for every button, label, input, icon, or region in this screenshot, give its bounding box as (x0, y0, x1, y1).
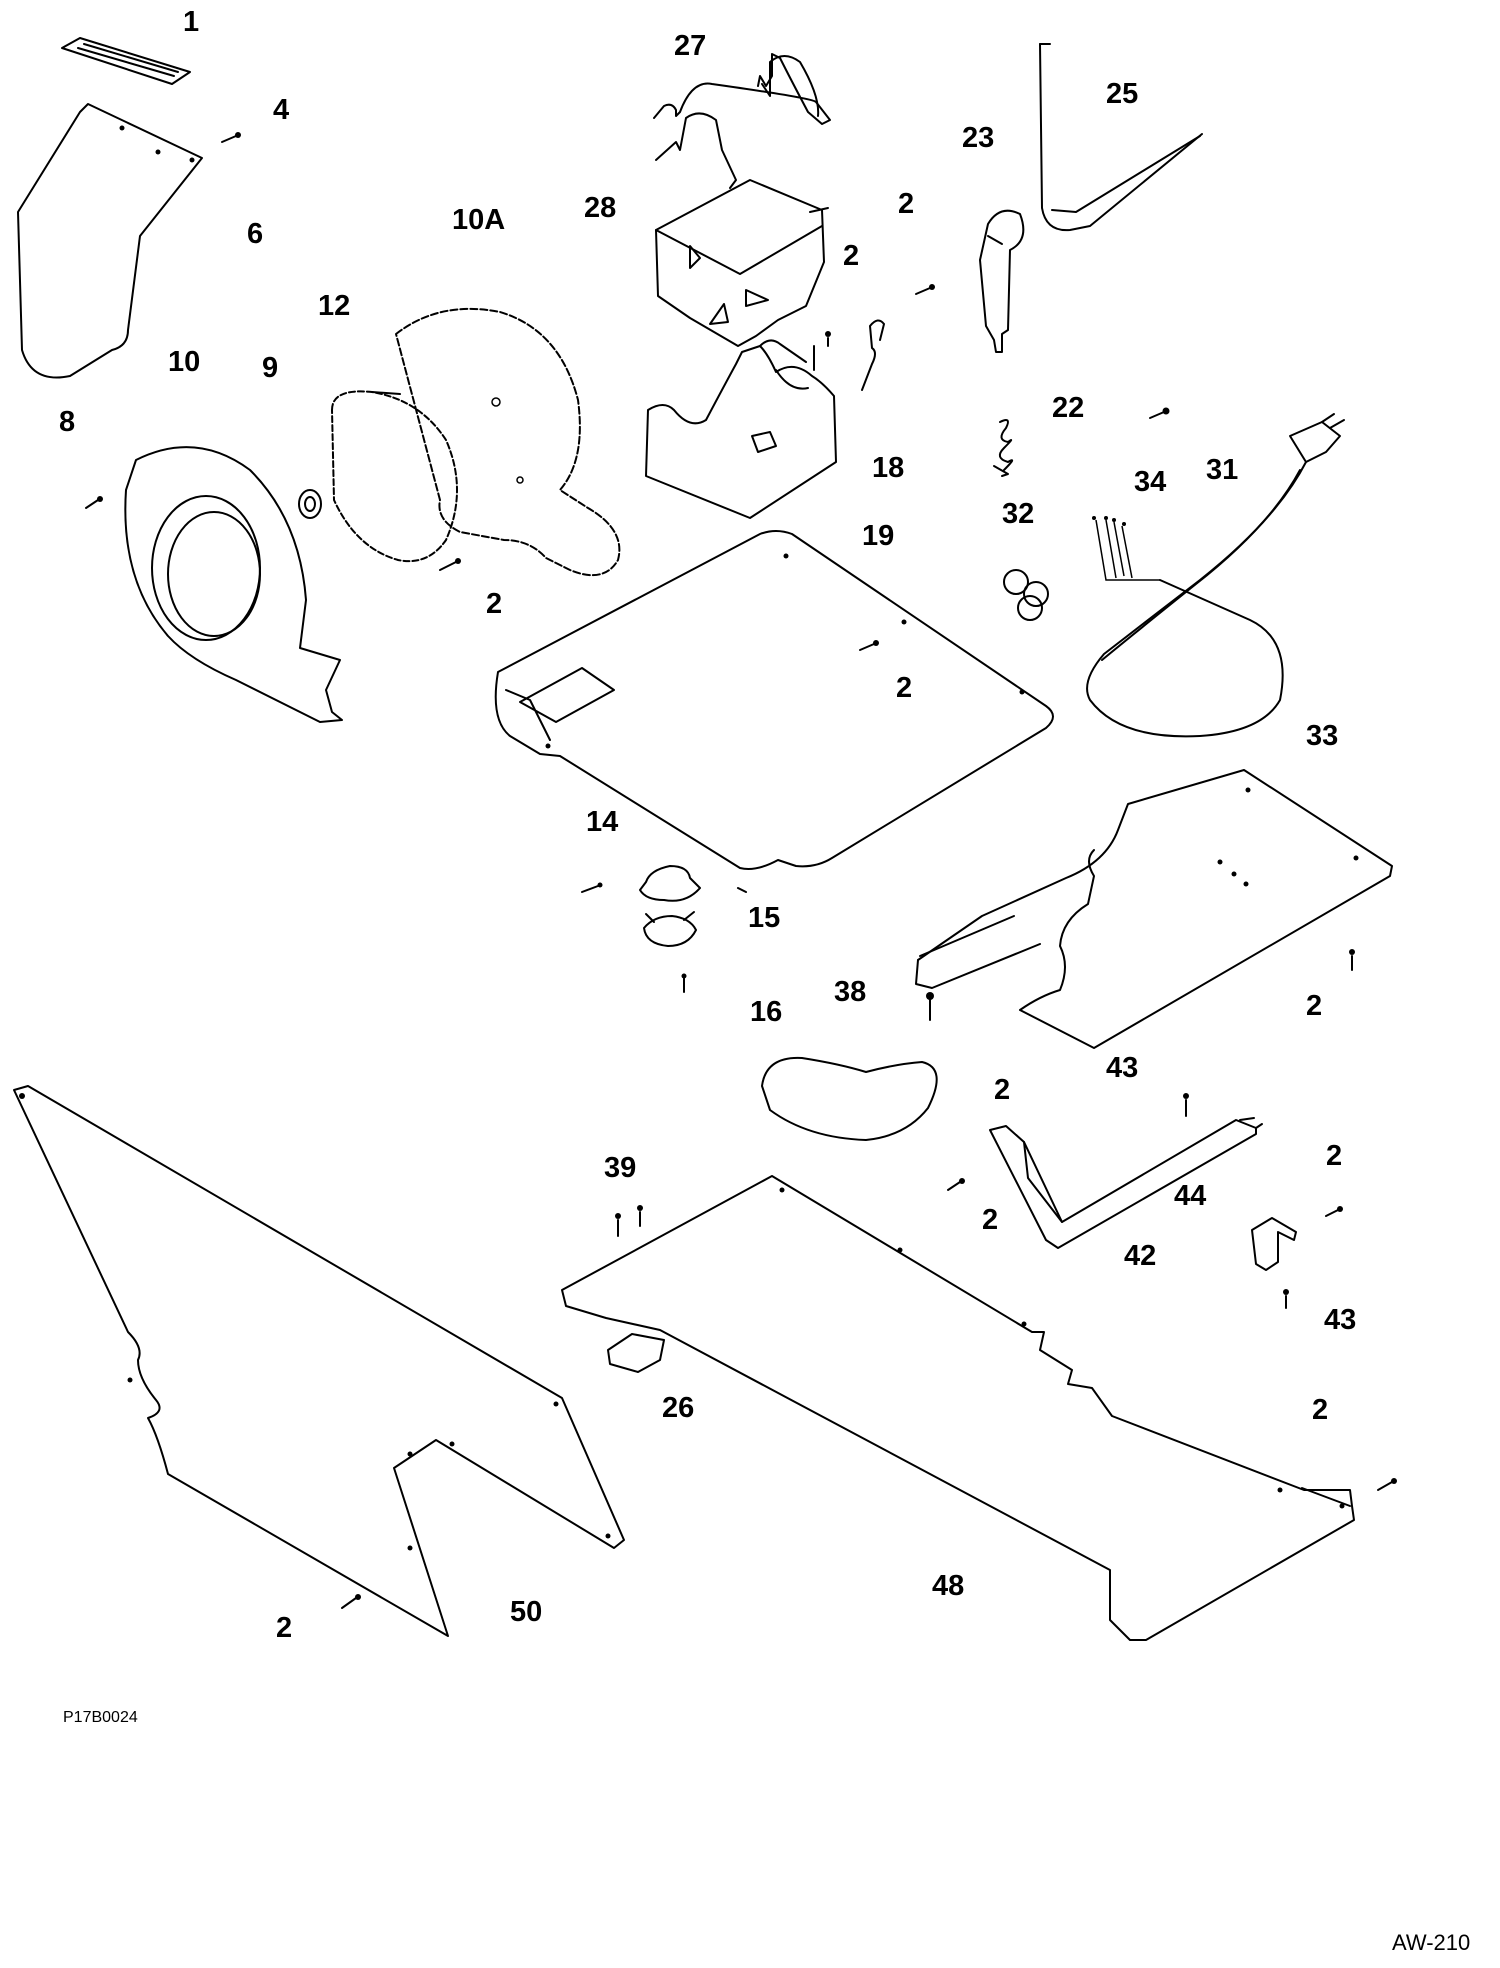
callout-43-b: 43 (1324, 1304, 1357, 1336)
callout-27: 27 (674, 30, 707, 62)
callout-10: 10 (168, 346, 201, 378)
callout-31: 31 (1206, 454, 1239, 486)
screw-38 (926, 992, 934, 1021)
part-44-channel-bracket (989, 1117, 1263, 1249)
screw-2-motor (439, 558, 461, 571)
screw-2-base (1377, 1478, 1397, 1491)
part-28-mount-bracket (655, 179, 829, 347)
part-43-support-panel (915, 769, 1393, 1049)
screw-4 (221, 132, 241, 143)
callout-39: 39 (604, 1152, 637, 1184)
washer (298, 489, 322, 519)
callout-48: 48 (932, 1570, 965, 1602)
callout-2-d: 2 (896, 672, 913, 704)
callout-43-a: 43 (1106, 1052, 1139, 1084)
callout-8: 8 (59, 406, 76, 438)
callout-2-a: 2 (898, 188, 915, 220)
part-12-blower-wheel (331, 390, 458, 562)
part-25-thermostat-probe (1039, 43, 1203, 232)
callout-2-c: 2 (486, 588, 503, 620)
callout-2-g: 2 (1326, 1140, 1343, 1172)
callout-2-h: 2 (982, 1204, 999, 1236)
callout-16: 16 (750, 996, 783, 1028)
screw-2-right-a (1349, 949, 1355, 971)
callout-10a: 10A (452, 204, 506, 236)
part-19-top-panel (494, 530, 1054, 870)
screw-22 (1149, 407, 1170, 419)
part-50-side-panel (13, 1085, 625, 1637)
callout-18: 18 (872, 452, 905, 484)
callout-44: 44 (1174, 1180, 1207, 1212)
callout-33: 33 (1306, 720, 1339, 752)
part-26-pad (607, 1333, 665, 1373)
part-32-connectors (1003, 569, 1049, 621)
part-48-base-panel (561, 1175, 1355, 1641)
callout-34: 34 (1134, 466, 1167, 498)
part-1-vent-plate (61, 37, 191, 85)
screw-2-side-panel (341, 1594, 361, 1609)
callout-2-j: 2 (276, 1612, 293, 1644)
callout-2-i: 2 (1312, 1394, 1329, 1426)
screw-2-top-b (825, 331, 831, 347)
callout-32: 32 (1002, 498, 1035, 530)
callout-26: 26 (662, 1392, 695, 1424)
callout-38: 38 (834, 976, 867, 1008)
callout-12: 12 (318, 290, 351, 322)
part-34-wire-leads (1092, 516, 1160, 581)
callout-1: 1 (183, 6, 200, 38)
screw-2-top-panel (859, 640, 879, 651)
part-31-power-cord (1086, 413, 1345, 738)
spring-clip (861, 319, 885, 391)
callout-19: 19 (862, 520, 895, 552)
callout-2-f: 2 (994, 1074, 1011, 1106)
callout-4: 4 (273, 94, 290, 126)
part-22-spring (993, 419, 1014, 477)
callout-42: 42 (1124, 1240, 1157, 1272)
callout-14: 14 (586, 806, 619, 838)
part-8-blower-housing (85, 446, 343, 723)
callout-9: 9 (262, 352, 279, 384)
screw-2-bracket (947, 1093, 1189, 1191)
callout-22: 22 (1052, 392, 1085, 424)
screws-39 (615, 1205, 643, 1237)
part-15-thermostats (581, 865, 747, 993)
part-27-clips (653, 53, 831, 189)
callout-2-b: 2 (843, 240, 860, 272)
callout-6: 6 (247, 218, 264, 250)
callout-50: 50 (510, 1596, 543, 1628)
callout-25: 25 (1106, 78, 1139, 110)
part-23-switch-lever (979, 209, 1025, 353)
part-18-lower-bracket (645, 339, 837, 519)
part-16-duct-seal (761, 1056, 938, 1141)
part-10a-blower-motor (395, 307, 621, 577)
part-6-exhaust-duct (17, 103, 203, 379)
drawing-code: P17B0024 (63, 1709, 138, 1726)
part-43-small-bracket (1251, 1206, 1343, 1309)
screw-2-top-a (915, 284, 935, 295)
callout-28: 28 (584, 192, 617, 224)
sheet-id: AW-210 (1392, 1930, 1471, 1955)
callout-15: 15 (748, 902, 781, 934)
callout-2-e: 2 (1306, 990, 1323, 1022)
callout-23: 23 (962, 122, 995, 154)
